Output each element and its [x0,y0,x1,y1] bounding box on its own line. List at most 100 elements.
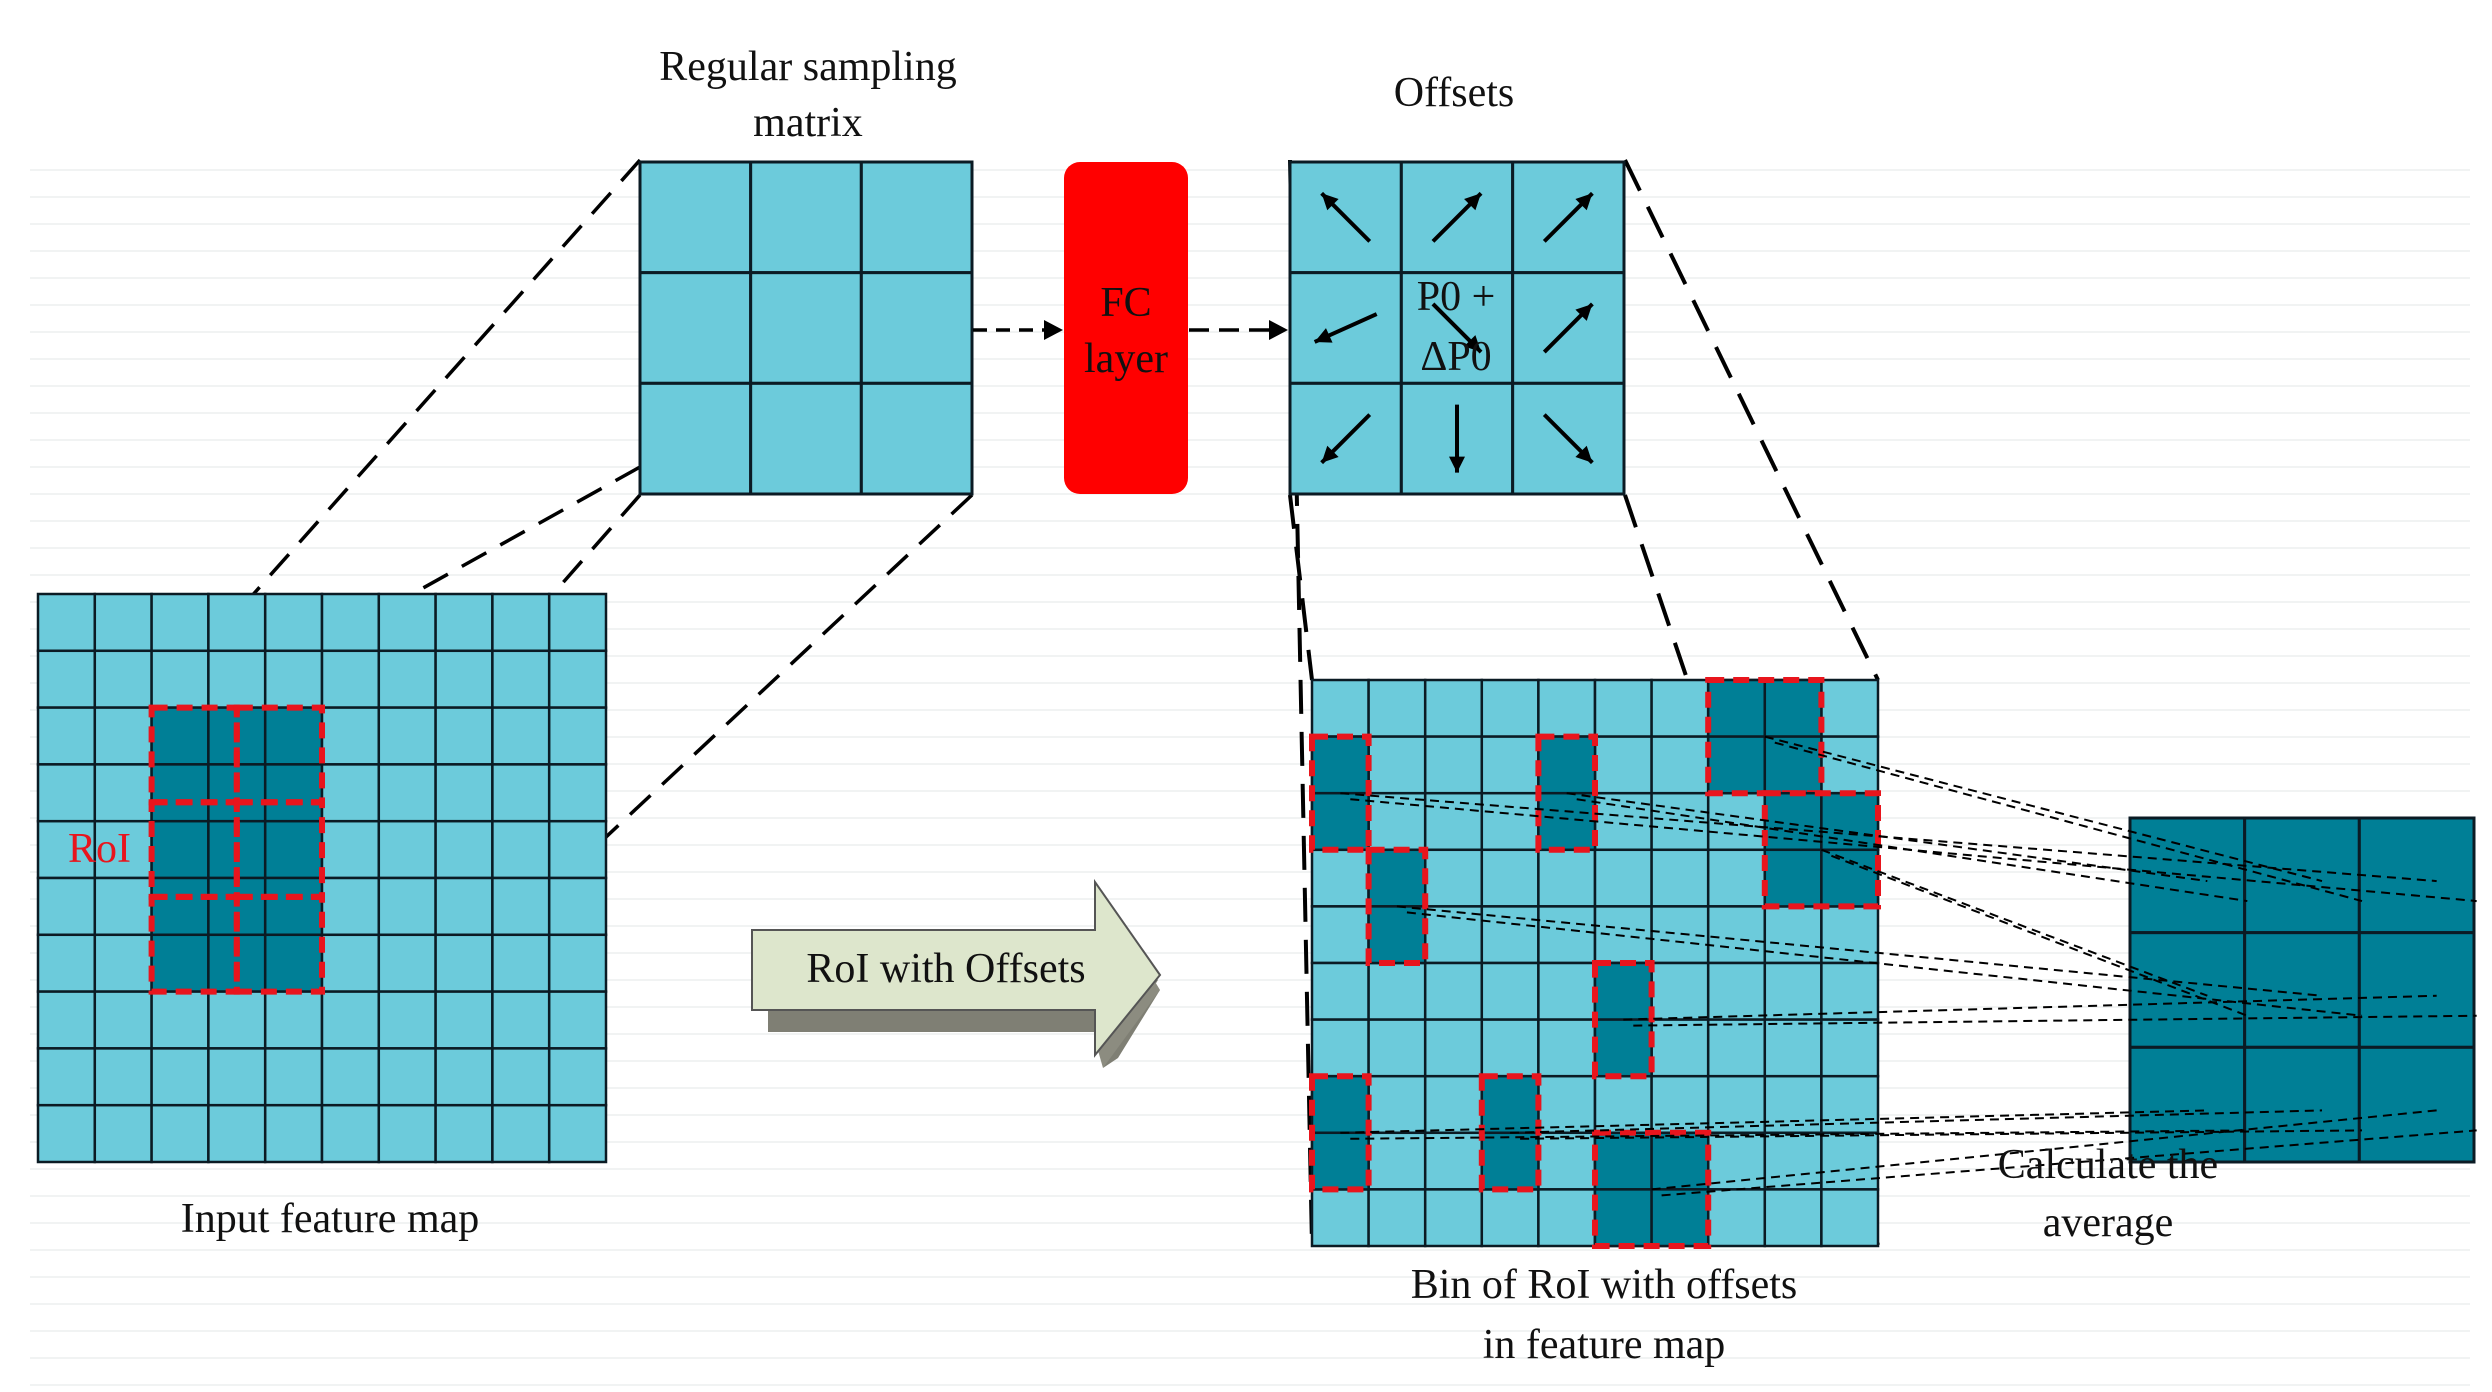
offset-bin-cell [1537,735,1597,795]
input-feature-map-cell [207,592,267,653]
bin-feature-map-cell [1650,791,1710,852]
input-feature-map-cell [547,706,608,766]
input-feature-map-cell [547,990,608,1050]
bin-feature-map-cell [1706,1131,1767,1191]
fc-label-line1: FC [1100,280,1151,326]
offset-bin-cell [1593,1131,1653,1191]
bin-feature-map-cell [1367,961,1427,1021]
input-feature-map-cell [320,933,381,993]
offset-bin-cell [1706,735,1767,795]
input-feature-map-cell [491,706,551,766]
input-feature-map-cell [150,876,210,937]
input-feature-map-cell [150,819,210,880]
input-feature-map-cell [547,649,608,709]
proj-offsets-bl [1288,494,1314,681]
input-feature-map-cell [320,592,381,653]
regular-sampling-matrix-cell [749,271,863,385]
roi-subbin [233,704,325,806]
bin-feature-map-cell [1820,1018,1880,1078]
regular-sampling-matrix-cell [638,381,753,496]
input-feature-map-cell [150,763,210,823]
offset-arrow-head [1321,445,1339,463]
bin-feature-map-cell [1367,1074,1427,1135]
bin-feature-map-cell [1423,905,1484,965]
average-mapping-lines [1340,735,2477,1197]
offset-bin-cell [1763,848,1823,908]
bin-feature-map-cell [1367,1018,1427,1078]
bin-feature-map-cell [1820,678,1880,738]
input-feature-map-cell [377,763,437,823]
bin-feature-map-cell [1593,791,1653,852]
bin-feature-map-grid [1310,678,1880,1248]
input-feature-map-cell [320,649,381,709]
input-feature-map-cell [434,933,494,993]
bin-feature-map-cell [1650,848,1710,908]
input-feature-map-cell [491,819,551,880]
bin-feature-map-cell [1480,1188,1540,1248]
bin-feature-map-cell [1593,905,1653,965]
offset-arrow-head [1449,456,1465,473]
offsets-label: Offsets [1394,70,1515,116]
p0-label-line2: ΔP0 [1420,334,1491,380]
input-feature-map-cell [547,876,608,937]
output-average-cell [2243,816,2361,935]
offset-bin-cell [1310,1131,1370,1191]
bin-feature-map-cell [1310,848,1370,908]
input-feature-map-cell [263,1103,324,1164]
bin-feature-map-cell [1706,905,1767,965]
input-feature-map-cell [377,706,437,766]
input-feature-map-cell [547,933,608,993]
input-feature-map-cell [320,876,381,937]
input-feature-map-cell [320,819,381,880]
input-feature-map-cell [547,819,608,880]
offset-arrow-head [1464,193,1482,211]
input-feature-map-cell [150,1103,210,1164]
bin-feature-map-cell [1423,1188,1484,1248]
bin-feature-map-cell [1310,1188,1370,1248]
average-line [1340,792,2437,883]
input-feature-map-cell [207,649,267,709]
output-average-grid [2128,816,2476,1164]
input-feature-map-cell [263,649,324,709]
bin-label-line1: Bin of RoI with offsets [1411,1262,1798,1308]
bin-feature-map-cell [1537,1018,1597,1078]
input-feature-map-cell [36,592,97,653]
bin-feature-map-cell [1423,678,1484,738]
input-feature-map-cell [377,649,437,709]
input-feature-map-cell [93,1047,153,1107]
regular-sampling-matrix-cell [749,160,863,275]
input-feature-map-cell [207,1103,267,1164]
bin-feature-map-cell [1820,905,1880,965]
bin-feature-map-cell [1480,848,1540,908]
bin-feature-map-cell [1537,678,1597,738]
input-feature-map-cell [36,649,97,709]
input-feature-map-cell [93,649,153,709]
bin-feature-map-cell [1310,961,1370,1021]
regular-sampling-matrix-cell [859,271,974,385]
offset-bin-cell [1763,791,1823,852]
input-feature-map-cell [434,876,494,937]
bin-label-line2: in feature map [1483,1322,1726,1368]
regular-matrix-label-line1: Regular sampling [659,44,956,90]
offset-bin-cell [1310,791,1370,852]
input-feature-map-cell [434,706,494,766]
input-feature-map-cell [93,876,153,937]
offset-bin-cell [1820,848,1880,908]
average-line [1651,1109,2437,1191]
bin-feature-map-cell [1706,1018,1767,1078]
roi-label: RoI [68,826,131,872]
input-feature-map-cell [36,706,97,766]
bin-feature-map-cell [1367,791,1427,852]
fc-to-offsets-arrow [1189,320,1288,340]
offset-arrows [1313,191,1594,473]
bin-feature-map-cell [1423,961,1484,1021]
offset-bin-outline [1535,733,1599,853]
bin-feature-map-cell [1593,848,1653,908]
bin-feature-map-cell [1537,1131,1597,1191]
proj-offsets-tr [1623,159,1880,681]
offset-bin-cell [1310,1074,1370,1135]
input-feature-map-cell [150,706,210,766]
bin-feature-map-cell [1480,1018,1540,1078]
input-feature-map-cell [377,1103,437,1164]
matrix-to-fc-arrow [973,320,1063,340]
